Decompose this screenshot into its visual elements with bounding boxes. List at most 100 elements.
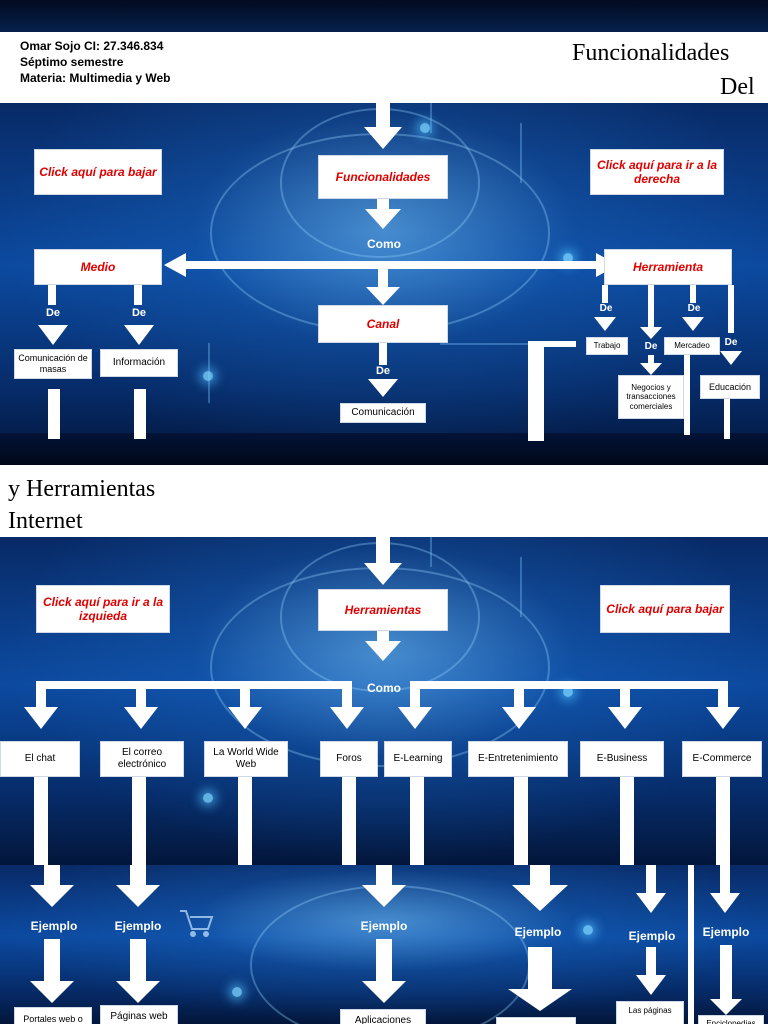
circuit-line: [440, 343, 560, 345]
example-las-paginas-node: Las páginas: [616, 1001, 684, 1024]
nav-derecha-button[interactable]: Click aquí para ir a la derecha: [590, 149, 724, 195]
arrow-down-icon: [24, 707, 58, 729]
de-label: De: [644, 341, 658, 352]
arrow-shaft: [240, 689, 250, 709]
arrow-shaft: [130, 865, 146, 887]
ejemplo-label: Ejemplo: [514, 925, 562, 939]
glow-dot: [203, 793, 213, 803]
arrow-shaft: [136, 689, 146, 709]
arrow-shaft: [48, 285, 56, 305]
tool-www-node: La World Wide Web: [204, 741, 288, 777]
arrow-shaft: [720, 945, 732, 1001]
arrow-shaft: [376, 865, 392, 887]
arrow-down-icon: [706, 707, 740, 729]
trabajo-node: Trabajo: [586, 337, 628, 355]
arrow-shaft: [514, 777, 528, 865]
arrow-shaft: [646, 865, 656, 895]
shopping-cart-icon: [180, 910, 214, 937]
arrow-down-icon: [636, 893, 666, 913]
arrow-down-icon: [116, 981, 160, 1003]
funcionalidades-node: Funcionalidades: [318, 155, 448, 199]
title-line-4: Internet: [8, 508, 83, 534]
arrow-down-icon: [710, 999, 742, 1015]
title-line-3: y Herramientas: [8, 476, 156, 502]
example-aplicaciones-node: Aplicaciones: [340, 1009, 426, 1024]
arrow-down-icon: [124, 325, 154, 345]
tool-chat-node: El chat: [0, 741, 80, 777]
example-paginas-node: Páginas web: [100, 1005, 178, 1024]
arrow-down-icon: [364, 127, 402, 149]
educacion-node: Educación: [700, 375, 760, 399]
arrow-shaft: [238, 777, 252, 865]
de-label: De: [599, 303, 613, 314]
arrow-shaft: [528, 947, 552, 991]
arrow-down-icon: [362, 981, 406, 1003]
arrow-shaft: [377, 631, 389, 643]
arrow-down-icon: [640, 327, 662, 339]
example-portales-node: Portales web o: [14, 1007, 92, 1024]
arrow-shaft: [376, 103, 390, 129]
title-line-1: Funcionalidades: [572, 40, 730, 66]
arrow-shaft: [44, 939, 60, 983]
arrow-down-icon: [365, 641, 401, 661]
tool-ebusiness-node: E-Business: [580, 741, 664, 777]
arrow-down-icon: [512, 885, 568, 911]
ejemplo-label: Ejemplo: [360, 919, 408, 933]
arrow-shaft: [514, 689, 524, 709]
example-enciclopedias-node: Enciclopedias: [698, 1015, 764, 1024]
tool-foros-node: Foros: [320, 741, 378, 777]
arrow-shaft: [376, 537, 390, 565]
de-label: De: [131, 307, 147, 319]
arrow-down-icon: [30, 885, 74, 907]
arrow-shaft: [718, 689, 728, 709]
arrow-down-icon: [636, 975, 666, 995]
arrow-shaft: [530, 865, 550, 887]
nav-izquierda-button[interactable]: Click aquí para ir a la izquieda: [36, 585, 170, 633]
arrow-shaft: [130, 939, 146, 983]
ejemplo-label: Ejemplo: [702, 925, 750, 939]
medio-node: Medio: [34, 249, 162, 285]
arrow-shaft: [602, 285, 608, 303]
arrow-shaft: [728, 285, 734, 333]
de-label: De: [45, 307, 61, 319]
author-info: Omar Sojo CI: 27.346.834 Séptimo semestr…: [20, 38, 170, 86]
arrow-down-icon: [710, 893, 740, 913]
arrow-down-icon: [508, 989, 572, 1011]
arrow-shaft: [724, 399, 730, 439]
circuit-line: [520, 123, 522, 183]
tool-ecommerce-node: E-Commerce: [682, 741, 762, 777]
arrow-shaft: [376, 939, 392, 983]
arrow-down-icon: [502, 707, 536, 729]
arrow-down-icon: [228, 707, 262, 729]
glow-dot: [203, 371, 213, 381]
de-label: De: [724, 337, 738, 348]
arrow-shaft: [620, 777, 634, 865]
arrow-shaft: [690, 285, 696, 303]
glow-dot: [563, 253, 573, 263]
glow-dot: [420, 123, 430, 133]
arrow-shaft: [36, 689, 46, 709]
slide-ejemplos: Ejemplo Portales web o Ejemplo Páginas w…: [0, 865, 768, 1024]
ejemplo-label: Ejemplo: [114, 919, 162, 933]
arrow-left-icon: [164, 253, 186, 277]
nav-bajar-button[interactable]: Click aquí para bajar: [34, 149, 162, 195]
arrow-down-icon: [116, 885, 160, 907]
arrow-shaft: [342, 689, 352, 709]
circuit-line: [430, 103, 432, 133]
arrow-shaft: [648, 355, 654, 365]
arrow-shaft: [36, 681, 352, 689]
como-label: Como: [367, 237, 401, 251]
informacion-node: Información: [100, 349, 178, 377]
arrow-shaft: [646, 947, 656, 977]
arrow-shaft: [379, 343, 387, 365]
arrow-shaft: [528, 341, 544, 441]
nav-bajar-button-2[interactable]: Click aquí para bajar: [600, 585, 730, 633]
arrow-shaft: [378, 269, 388, 289]
arrow-shaft: [684, 355, 690, 435]
arrow-shaft: [48, 389, 60, 439]
arrow-shaft: [410, 689, 420, 709]
subject-line: Materia: Multimedia y Web: [20, 71, 171, 85]
example-box-partial: [496, 1017, 576, 1024]
arrow-shaft: [410, 777, 424, 865]
arrow-shaft: [132, 777, 146, 865]
